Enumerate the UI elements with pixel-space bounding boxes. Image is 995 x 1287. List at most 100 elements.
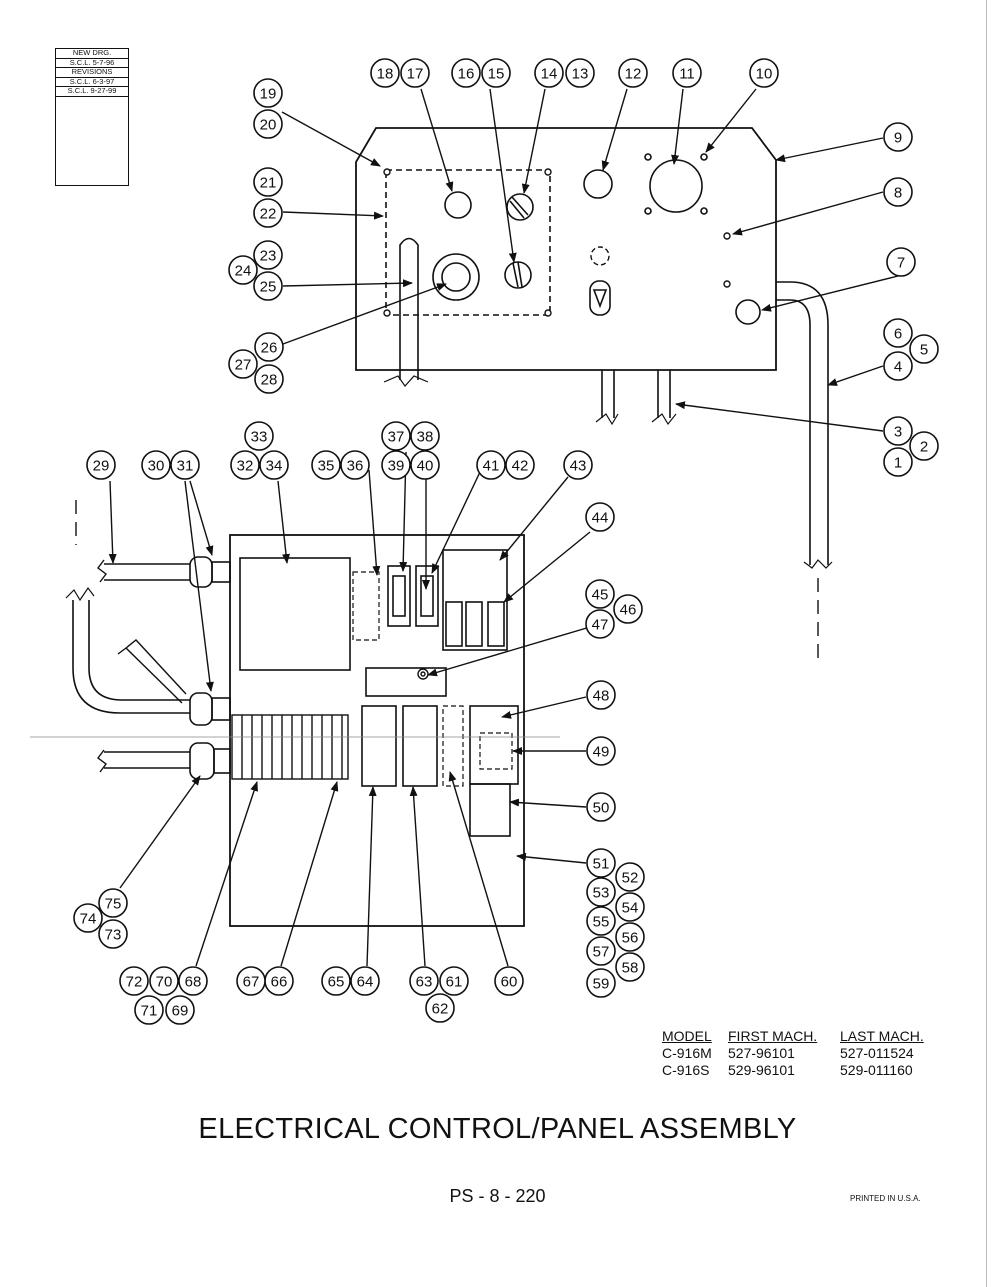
balloon-circle	[883, 177, 913, 207]
callout-number: 41	[483, 458, 500, 475]
lower-leads	[601, 370, 671, 418]
leader-line	[282, 283, 447, 345]
leader-line	[501, 696, 587, 719]
balloon-circle	[98, 919, 128, 949]
callout-balloon: 47	[585, 609, 615, 639]
callout-balloon: 18	[370, 58, 400, 88]
callout-balloon: 36	[340, 450, 370, 480]
callout-balloon: 48	[586, 680, 616, 710]
callout-number: 38	[417, 429, 434, 446]
callout-balloon: 67	[236, 966, 266, 996]
callout-number: 69	[172, 1003, 189, 1020]
leader-line	[280, 781, 339, 967]
electrical-panel-box	[229, 534, 525, 927]
balloon-circle	[585, 579, 615, 609]
callout-number: 34	[266, 458, 283, 475]
leader-line	[775, 137, 884, 163]
balloon-circle	[883, 416, 913, 446]
callout-balloon: 50	[586, 792, 616, 822]
dashed-fuse-block	[352, 571, 380, 641]
relay-base	[442, 549, 508, 651]
callout-number: 74	[80, 911, 97, 928]
cable-middle	[72, 600, 190, 714]
balloon-circle	[170, 450, 200, 480]
leader-line	[277, 480, 290, 564]
leader-line	[281, 111, 381, 167]
leader-line	[732, 191, 884, 236]
callout-number: 43	[570, 458, 587, 475]
timer-knob	[417, 668, 429, 680]
leader-line	[671, 88, 684, 165]
relay-modules	[445, 601, 505, 647]
callout-number: 15	[488, 66, 505, 83]
callout-balloon: 35	[311, 450, 341, 480]
callout-balloon: 17	[400, 58, 430, 88]
callout-number: 75	[105, 896, 122, 913]
callout-number: 54	[622, 900, 639, 917]
balloon-circle	[586, 968, 616, 998]
callout-number: 36	[347, 458, 364, 475]
leader-line	[282, 279, 413, 288]
callout-number: 20	[260, 117, 277, 134]
callout-balloon: 5	[909, 334, 939, 364]
timer-module	[365, 667, 447, 697]
page-number: PS - 8 - 220	[449, 1186, 546, 1206]
leader-line	[509, 798, 587, 808]
callout-number: 7	[897, 255, 905, 272]
callout-number: 4	[894, 359, 902, 376]
balloon-circle	[254, 364, 284, 394]
callout-balloon: 61	[439, 966, 469, 996]
balloon-circle	[883, 447, 913, 477]
callout-balloon: 13	[565, 58, 595, 88]
callout-number: 11	[679, 66, 695, 83]
callout-balloon: 39	[381, 450, 411, 480]
callout-balloon: 74	[73, 903, 103, 933]
leader-line	[448, 771, 509, 967]
callout-number: 19	[260, 86, 277, 103]
capacitor-block	[469, 783, 511, 837]
callout-balloon: 53	[586, 877, 616, 907]
callout-number: 50	[593, 800, 610, 817]
callout-number: 37	[388, 429, 405, 446]
callout-number: 44	[592, 510, 609, 527]
callout-balloon: 12	[618, 58, 648, 88]
cord-grip	[735, 299, 761, 325]
transformer	[239, 557, 351, 671]
mount-hole	[723, 280, 731, 288]
cable-gland-middle	[189, 692, 231, 726]
table-cell: C-916M	[662, 1045, 712, 1061]
callout-balloon: 29	[86, 450, 116, 480]
balloon-circle	[259, 450, 289, 480]
callout-number: 49	[593, 744, 610, 761]
table-cell: 527-96101	[728, 1045, 795, 1061]
balloon-circle	[586, 848, 616, 878]
plate-screws	[383, 168, 552, 317]
callout-balloon: 1	[883, 447, 913, 477]
callout-number: 31	[177, 458, 194, 475]
balloon-circle	[586, 936, 616, 966]
leader-line	[427, 626, 591, 677]
callout-number: 22	[260, 206, 277, 223]
callout-number: 63	[416, 974, 433, 991]
revision-header: NEW DRG.	[56, 48, 128, 59]
callout-balloon: 66	[264, 966, 294, 996]
balloon-circle	[909, 334, 939, 364]
callout-number: 10	[756, 66, 773, 83]
callout-number: 68	[185, 974, 202, 991]
callout-number: 28	[261, 372, 278, 389]
callout-number: 70	[156, 974, 173, 991]
balloon-circle	[883, 351, 913, 381]
terminal-strip	[231, 714, 349, 780]
balloon-circle	[615, 952, 645, 982]
callout-balloon: 55	[586, 906, 616, 936]
callout-balloon: 28	[254, 364, 284, 394]
callout-number: 32	[237, 458, 254, 475]
callout-balloon: 33	[244, 421, 274, 451]
callout-number: 33	[251, 429, 268, 446]
balloon-circle	[244, 421, 274, 451]
balloon-circle	[615, 892, 645, 922]
